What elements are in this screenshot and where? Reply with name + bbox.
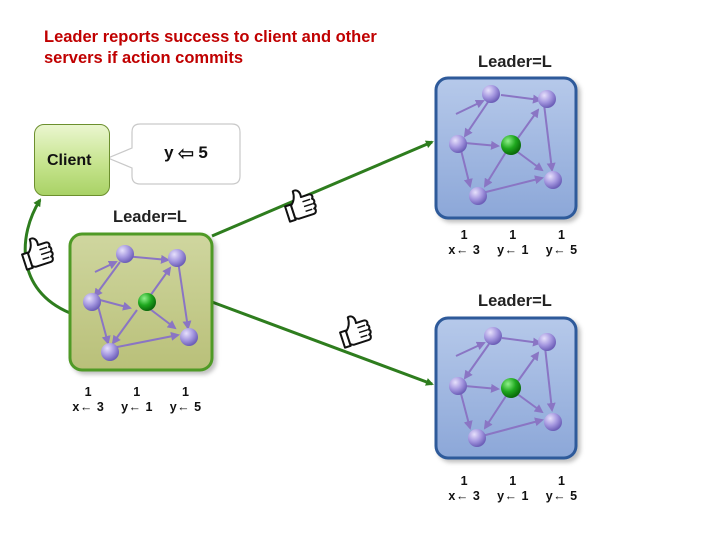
node — [101, 343, 119, 361]
log-term: 1 — [133, 385, 141, 399]
leader-server-box — [68, 232, 214, 372]
log-term: 1 — [84, 385, 93, 399]
log-command: y← 5 — [545, 489, 578, 503]
leader-to-follower-bottom-arrow — [211, 300, 434, 386]
thumbs-up-icon — [335, 310, 375, 349]
leader-to-follower-top-arrow — [211, 140, 434, 238]
callout-value: 5 — [198, 143, 208, 162]
log-term: 1 — [509, 228, 517, 242]
node — [468, 429, 486, 447]
log-command: y← 1 — [497, 243, 529, 257]
log-command: x← 3 — [448, 243, 481, 257]
node — [168, 249, 186, 267]
node — [484, 327, 502, 345]
node — [544, 413, 562, 431]
client-label: Client — [47, 152, 92, 169]
log-command: x← 3 — [72, 400, 105, 414]
node — [83, 293, 101, 311]
log-term: 1 — [460, 474, 469, 488]
slide-title-line-2: servers if action commits — [44, 49, 243, 67]
callout-var: y — [164, 143, 174, 162]
leader-log: 1 1 1 x← 3 y← 1 y← 5 — [64, 385, 210, 414]
log-term: 1 — [460, 228, 469, 242]
node — [469, 187, 487, 205]
log-term: 1 — [181, 385, 190, 399]
follower-bottom-leader-label: Leader=L — [478, 292, 552, 310]
log-command: x← 3 — [448, 489, 481, 503]
log-term: 1 — [509, 474, 517, 488]
follower-bottom-server-box — [434, 316, 578, 460]
follower-top-leader-label: Leader=L — [478, 53, 552, 71]
slide-title: Leader reports success to client and oth… — [44, 27, 424, 69]
log-term: 1 — [557, 228, 566, 242]
log-command: y← 1 — [497, 489, 529, 503]
node — [116, 245, 134, 263]
follower-top-log: 1 1 1 x← 3 y← 1 y← 5 — [440, 228, 586, 257]
node — [501, 135, 521, 155]
node — [180, 328, 198, 346]
node — [538, 90, 556, 108]
follower-top-server-box — [434, 76, 578, 220]
node — [538, 333, 556, 351]
node — [138, 293, 156, 311]
node — [449, 135, 467, 153]
log-command: y← 5 — [545, 243, 578, 257]
log-command: y← 5 — [169, 400, 202, 414]
log-command: y← 1 — [121, 400, 153, 414]
follower-bottom-log: 1 1 1 x← 3 y← 1 y← 5 — [440, 474, 586, 503]
slide-title-line-1: Leader reports success to client and oth… — [44, 28, 377, 46]
node — [449, 377, 467, 395]
node — [482, 85, 500, 103]
client-box: Client — [34, 124, 110, 196]
node — [501, 378, 521, 398]
node — [544, 171, 562, 189]
leader-server-label: Leader=L — [113, 208, 187, 226]
log-term: 1 — [557, 474, 566, 488]
callout-balloon — [106, 123, 241, 185]
left-arrow-icon: ⇦ — [177, 142, 195, 165]
callout-command: y ⇦ 5 — [133, 124, 239, 182]
